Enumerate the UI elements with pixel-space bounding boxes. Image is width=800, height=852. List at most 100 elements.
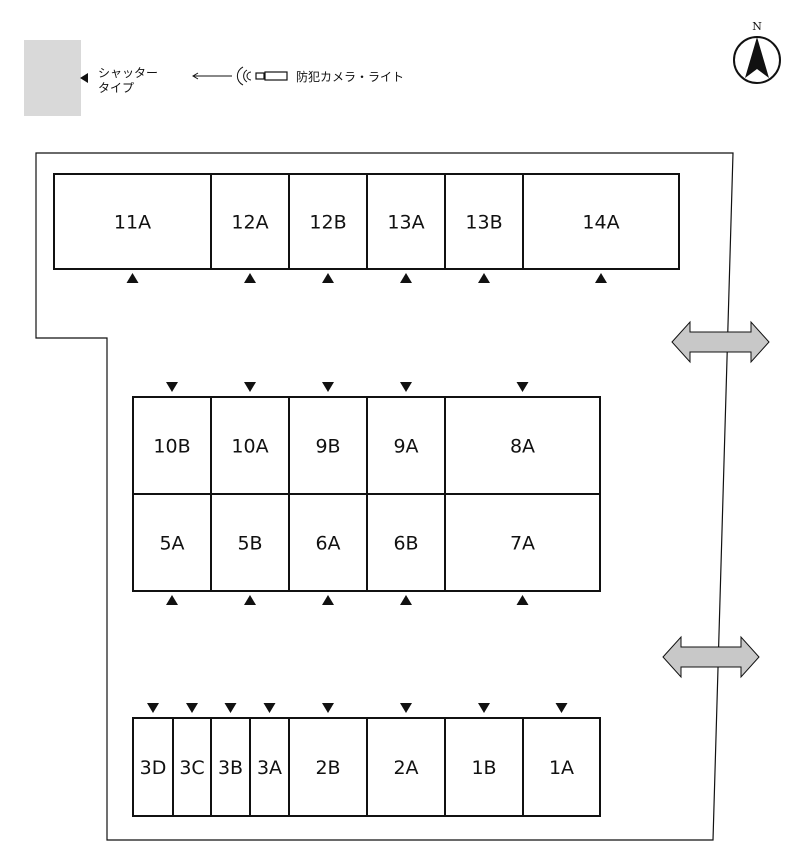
door-marker-up-icon xyxy=(478,273,490,283)
unit-box xyxy=(172,717,212,817)
unit-box xyxy=(132,717,174,817)
north-compass-icon: N xyxy=(733,20,781,84)
entrance-arrow-icon-upper xyxy=(671,320,770,364)
door-marker-up-icon xyxy=(400,595,412,605)
unit-label: 2A xyxy=(393,757,418,779)
storage-unit-11a[interactable]: 11A xyxy=(53,173,212,270)
storage-units: 11A 12A 12B 13A 13B 14A 10B 10A 9B 9A 8A 5A 5B 6A 6B 7A… xyxy=(53,173,680,817)
camera-light-label: 防犯カメラ・ライト xyxy=(296,69,404,84)
north-label: N xyxy=(752,20,762,33)
storage-unit-12b[interactable]: 12B xyxy=(288,173,368,270)
unit-label: 3A xyxy=(257,757,282,779)
unit-label: 12B xyxy=(309,212,346,234)
storage-unit-2b[interactable]: 2B xyxy=(288,717,368,817)
door-marker-down-icon xyxy=(322,382,334,392)
shutter-label-line1: シャッター xyxy=(98,66,158,80)
storage-unit-6b[interactable]: 6B xyxy=(366,493,446,592)
door-marker-up-icon xyxy=(322,273,334,283)
door-marker-up-icon xyxy=(244,595,256,605)
unit-box xyxy=(210,493,290,592)
door-marker-up-icon xyxy=(400,273,412,283)
storage-unit-8a[interactable]: 8A xyxy=(444,396,601,495)
door-marker-up-icon xyxy=(516,595,529,605)
storage-unit-14a[interactable]: 14A xyxy=(522,173,680,270)
unit-label: 3C xyxy=(179,757,204,779)
door-markers xyxy=(126,273,607,713)
unit-label: 14A xyxy=(582,212,619,234)
unit-box xyxy=(444,493,601,592)
unit-box xyxy=(132,493,212,592)
door-marker-down-icon xyxy=(400,382,412,392)
storage-unit-5b[interactable]: 5B xyxy=(210,493,290,592)
unit-box xyxy=(366,173,446,270)
shutter-label-line2: タイプ xyxy=(98,81,134,95)
shutter-type-swatch xyxy=(24,40,81,116)
unit-label: 3D xyxy=(140,757,167,779)
storage-unit-6a[interactable]: 6A xyxy=(288,493,368,592)
door-marker-up-icon xyxy=(595,273,607,283)
unit-label: 10B xyxy=(153,436,190,458)
unit-label: 12A xyxy=(231,212,268,234)
unit-label: 10A xyxy=(231,436,268,458)
entrance-arrow-icon-lower xyxy=(662,635,760,679)
unit-label: 1B xyxy=(471,757,496,779)
storage-unit-2a[interactable]: 2A xyxy=(366,717,446,817)
unit-label: 11A xyxy=(114,212,151,234)
door-marker-down-icon xyxy=(147,703,159,713)
unit-box xyxy=(210,396,290,495)
unit-box xyxy=(444,173,524,270)
storage-unit-7a[interactable]: 7A xyxy=(444,493,601,592)
storage-unit-10b[interactable]: 10B xyxy=(132,396,212,495)
unit-box xyxy=(132,396,212,495)
storage-unit-13b[interactable]: 13B xyxy=(444,173,524,270)
door-marker-up-icon xyxy=(126,273,139,283)
door-marker-down-icon xyxy=(166,382,178,392)
unit-box xyxy=(288,493,368,592)
unit-label: 5A xyxy=(159,533,184,555)
unit-box xyxy=(288,717,368,817)
door-marker-down-icon xyxy=(224,703,237,713)
door-marker-down-icon xyxy=(263,703,276,713)
door-marker-up-icon xyxy=(166,595,178,605)
unit-label: 13B xyxy=(465,212,502,234)
unit-label: 5B xyxy=(237,533,262,555)
site-boundary xyxy=(35,152,734,841)
door-marker-down-icon xyxy=(478,703,490,713)
storage-unit-5a[interactable]: 5A xyxy=(132,493,212,592)
storage-unit-3b[interactable]: 3B xyxy=(210,717,251,817)
storage-unit-3a[interactable]: 3A xyxy=(249,717,290,817)
unit-label: 7A xyxy=(510,533,535,555)
storage-unit-1b[interactable]: 1B xyxy=(444,717,524,817)
camera-light-icon xyxy=(192,66,288,86)
unit-box xyxy=(444,396,601,495)
unit-label: 13A xyxy=(387,212,424,234)
door-marker-down-icon xyxy=(555,703,568,713)
storage-unit-9a[interactable]: 9A xyxy=(366,396,446,495)
unit-label: 3B xyxy=(218,757,243,779)
unit-box xyxy=(53,173,212,270)
unit-label: 1A xyxy=(549,757,574,779)
unit-label: 6B xyxy=(393,533,418,555)
storage-unit-3c[interactable]: 3C xyxy=(172,717,212,817)
unit-label: 2B xyxy=(315,757,340,779)
door-marker-down-icon xyxy=(400,703,412,713)
storage-unit-12a[interactable]: 12A xyxy=(210,173,290,270)
unit-box xyxy=(444,717,524,817)
legend: シャッター タイプ 防犯カメラ・ライト xyxy=(24,40,404,116)
unit-label: 9A xyxy=(393,436,418,458)
unit-box xyxy=(522,173,680,270)
unit-box xyxy=(522,717,601,817)
unit-label: 6A xyxy=(315,533,340,555)
unit-label: 9B xyxy=(315,436,340,458)
door-marker-down-icon xyxy=(186,703,198,713)
door-marker-down-icon xyxy=(322,703,334,713)
storage-unit-3d[interactable]: 3D xyxy=(132,717,174,817)
storage-unit-13a[interactable]: 13A xyxy=(366,173,446,270)
door-marker-up-icon xyxy=(244,273,256,283)
storage-unit-9b[interactable]: 9B xyxy=(288,396,368,495)
door-marker-up-icon xyxy=(322,595,334,605)
unit-label: 8A xyxy=(510,436,535,458)
storage-unit-1a[interactable]: 1A xyxy=(522,717,601,817)
storage-unit-10a[interactable]: 10A xyxy=(210,396,290,495)
